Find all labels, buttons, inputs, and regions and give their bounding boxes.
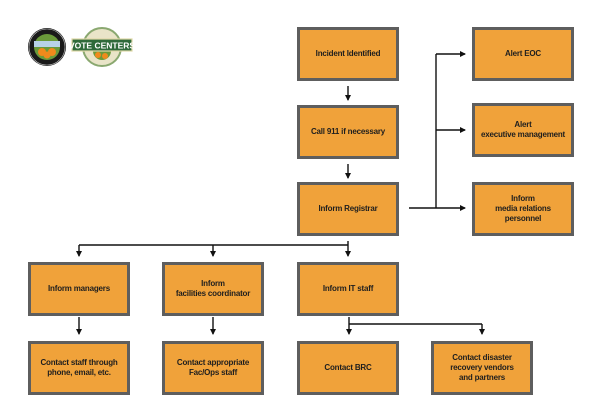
node-label: Inform managers — [48, 284, 110, 293]
node-call-911: Call 911 if necessary — [297, 105, 399, 159]
node-inform-facilities-coordinator: Inform facilities coordinator — [162, 262, 264, 316]
node-label: Inform media relations personnel — [495, 194, 551, 223]
node-label: Contact BRC — [324, 363, 372, 372]
node-alert-eoc: Alert EOC — [472, 27, 574, 81]
node-label: Incident Identified — [315, 49, 381, 58]
vote-centers-logo-text: VOTE CENTERS — [71, 41, 133, 51]
node-contact-facops: Contact appropriate Fac/Ops staff — [162, 341, 264, 395]
node-inform-it-staff: Inform IT staff — [297, 262, 399, 316]
node-label: Contact appropriate Fac/Ops staff — [176, 358, 250, 377]
node-label: Alert executive management — [480, 120, 566, 139]
county-of-orange-seal-icon — [28, 28, 66, 66]
node-incident-identified: Incident Identified — [297, 27, 399, 81]
node-label: Contact staff through phone, email, etc. — [40, 358, 118, 377]
node-inform-managers: Inform managers — [28, 262, 130, 316]
node-label: Alert EOC — [505, 49, 541, 58]
vote-centers-logo-icon: VOTE CENTERS — [71, 27, 133, 67]
node-label: Inform IT staff — [322, 284, 374, 293]
node-label: Inform facilities coordinator — [175, 279, 251, 298]
node-contact-disaster-recovery: Contact disaster recovery vendors and pa… — [431, 341, 533, 395]
node-label: Inform Registrar — [318, 204, 378, 213]
node-inform-registrar: Inform Registrar — [297, 182, 399, 236]
node-alert-executive-management: Alert executive management — [472, 103, 574, 157]
node-contact-brc: Contact BRC — [297, 341, 399, 395]
node-inform-media-relations: Inform media relations personnel — [472, 182, 574, 236]
node-label: Call 911 if necessary — [310, 127, 386, 136]
node-label: Contact disaster recovery vendors and pa… — [450, 353, 514, 382]
node-contact-staff: Contact staff through phone, email, etc. — [28, 341, 130, 395]
